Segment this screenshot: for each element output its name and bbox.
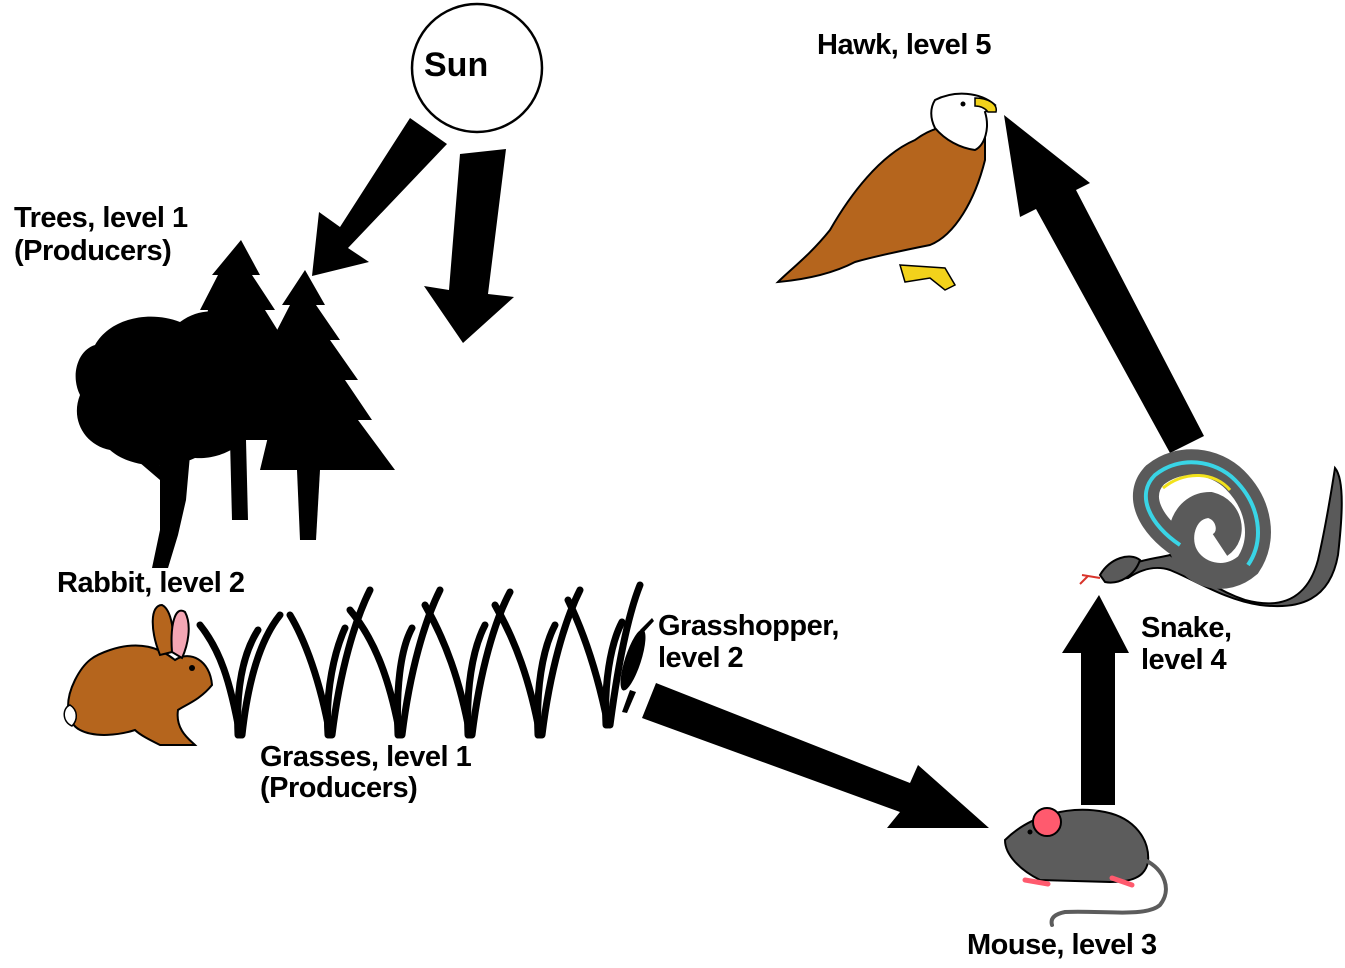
grasses-label-line1: Grasses, level 1 — [260, 742, 471, 772]
snake-label-line2: level 4 — [1141, 645, 1226, 675]
grasshopper-label-line1: Grasshopper, — [658, 611, 839, 641]
sun-label: Sun — [424, 46, 488, 85]
snake-icon — [1080, 462, 1342, 606]
trees-icon — [76, 240, 395, 568]
arrow-grasshopper-to-mouse — [642, 683, 989, 828]
arrow-snake-to-hawk — [1004, 115, 1204, 453]
snake-label-line1: Snake, — [1141, 613, 1232, 643]
arrow-sun-to-grasses — [424, 149, 514, 343]
rabbit-icon — [64, 605, 212, 745]
grasshopper-label-line2: level 2 — [658, 643, 743, 673]
mouse-label: Mouse, level 3 — [967, 930, 1157, 960]
trees-label-line2: (Producers) — [14, 236, 171, 266]
rabbit-label: Rabbit, level 2 — [57, 568, 245, 598]
trees-label-line1: Trees, level 1 — [14, 203, 188, 233]
arrow-mouse-to-snake — [1062, 595, 1129, 805]
grasses-label-line2: (Producers) — [260, 773, 417, 803]
hawk-icon — [778, 94, 996, 290]
arrow-sun-to-trees — [312, 118, 447, 276]
grasses-icon — [200, 585, 640, 735]
mouse-icon — [1005, 808, 1166, 925]
hawk-label: Hawk, level 5 — [817, 30, 991, 60]
